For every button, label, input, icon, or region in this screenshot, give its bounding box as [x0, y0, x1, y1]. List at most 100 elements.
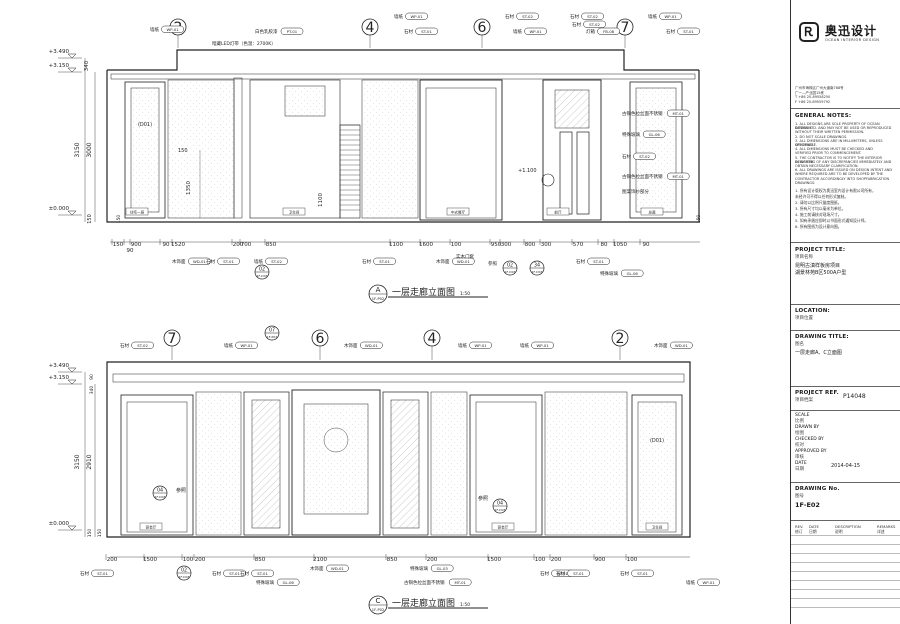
door-panel [126, 401, 188, 533]
level-marker-icon [67, 367, 77, 373]
material-code-pill [666, 109, 690, 117]
revision-row [791, 598, 900, 599]
rev-col-rev: REV. [795, 524, 804, 529]
material-code: ST-01 [379, 259, 390, 264]
dimension-value: 1500 [143, 557, 157, 563]
address-line: 广一—产业园15栋 [795, 90, 824, 95]
material-code: ST-01 [683, 29, 694, 34]
glass-strip [559, 131, 573, 215]
material-code-pill [531, 341, 554, 349]
elevation-caption: 一层走廊立面图 [392, 597, 455, 609]
dimension-value: 200 [427, 557, 438, 563]
dimension-value: 90 [163, 242, 170, 248]
material-code-pill [405, 12, 428, 20]
material-code: ST-01 [97, 571, 108, 576]
material-code: GL-06 [627, 271, 639, 276]
material-label: 灯箱 [586, 28, 595, 35]
drawing-title-cn-label: 图名 [795, 342, 804, 347]
material-code: ST-02 [137, 343, 148, 348]
material-code-pill [469, 341, 492, 349]
general-note-line: 4. ALL DIMENSIONS MUST BE CHECKED AND [795, 147, 873, 152]
axis-bubble [616, 18, 634, 36]
door-frame-a2 [419, 79, 503, 221]
address-line: 广州市海珠区广州大道南788号 [795, 86, 844, 90]
door-frame-c3 [631, 394, 683, 536]
glass-panel [251, 399, 281, 529]
axis-bubble [361, 18, 379, 36]
door-panel [635, 87, 677, 213]
project-ref-value: P14048 [843, 393, 866, 400]
general-note-cn-line: 3. 所有尺寸均以毫米为单位。 [795, 206, 846, 211]
vertical-dim: 340 [89, 386, 95, 395]
glass-strip [576, 131, 590, 215]
wallpaper-panel [361, 79, 419, 219]
material-code-pill [448, 578, 472, 586]
stair-outline [339, 124, 361, 219]
revision-row [791, 562, 900, 563]
general-note-line: 6. ALL DRAWINGS ARE ISSUED ON DESIGN INT… [795, 168, 893, 173]
material-label: 墙纸 [150, 26, 159, 33]
general-note-line: OTHERWISE. [795, 143, 818, 147]
general-note-line: DESIGN LTD. AND MAY NOT BE USED OR REPRO… [795, 126, 892, 131]
material-label: 石材 [576, 258, 585, 265]
general-notes-section: GENERAL NOTES: 1. ALL DESIGNS ARE SOLE P… [791, 108, 900, 238]
dimension-value: 850 [255, 557, 266, 563]
callout-sheet: 1F-D03 [532, 270, 543, 274]
cornice-band [112, 373, 685, 383]
dimension-value: 800 [525, 242, 536, 248]
drawn-by-label: DRAWN BY [795, 425, 820, 430]
material-code: ST-01 [223, 259, 234, 264]
ornament-icon [541, 173, 555, 187]
material-code: GL-06 [649, 132, 661, 137]
material-code-pill [251, 569, 274, 577]
project-title-section: PROJECT TITLE: 项目名称 昆明古滇样板房项目 湖景林苑B区500A… [791, 242, 900, 304]
material-label: 白色乳胶漆 [255, 28, 278, 35]
door-frame-a1 [124, 81, 166, 219]
vertical-dim: 90 [89, 374, 95, 380]
level-label: +3.150 [49, 375, 70, 381]
drawing-no-label: DRAWING No. [795, 486, 840, 492]
material-label: 石材 [240, 570, 249, 577]
drawing-title-label: DRAWING TITLE: [795, 334, 849, 340]
material-label: 石材 [666, 28, 675, 35]
callout-number: 02 [507, 263, 513, 269]
material-label: 墙纸 [254, 258, 263, 265]
company-name: 奥迅设计 [825, 24, 878, 38]
rev-col-remarks: REMARKS [877, 524, 896, 529]
elevation-caption: 一层走廊立面图 [392, 286, 455, 298]
material-label: 墙纸 [458, 342, 467, 349]
material-label: 石材 [212, 570, 221, 577]
material-label: 实木门套 [456, 253, 474, 260]
callout-number: 07 [269, 328, 275, 334]
material-code: ST-01 [421, 29, 432, 34]
address-line: F +86 20-89559792 [795, 99, 831, 104]
checked-by-label: CHECKED BY [795, 437, 824, 442]
room-label-box [491, 522, 515, 531]
material-code-pill [452, 257, 475, 265]
material-label: 石材 [540, 570, 549, 577]
material-label: 石材 [620, 570, 629, 577]
material-code-pill [597, 27, 620, 35]
revision-row [791, 607, 900, 608]
vertical-dim: 2910 [86, 454, 93, 469]
material-label: 木饰面 [310, 565, 324, 572]
location-section: LOCATION: 项目位置 [791, 304, 900, 326]
vertical-dim: 150 [87, 214, 93, 224]
material-code: WD-01 [457, 259, 470, 264]
material-label: 特殊玻璃 [622, 131, 640, 138]
vertical-dim: 3000 [86, 142, 93, 157]
vertical-dim: 150 [87, 529, 93, 538]
material-code: WD-01 [365, 343, 378, 348]
drawing-no-cn-label: 图号 [795, 494, 804, 499]
location-label: LOCATION: [795, 308, 830, 314]
general-note-cn-line: 5. 如有矛盾应即时以书面形式通知设计师。 [795, 218, 869, 223]
dimension-value: 1100 [389, 242, 403, 248]
level-label: ±0.000 [49, 206, 70, 212]
axis-bubble [423, 329, 441, 347]
material-code-pill [280, 27, 304, 35]
elevation-letter: A [376, 286, 381, 294]
room-label: 宴会厅 [498, 525, 509, 530]
material-code-pill [265, 257, 288, 265]
door-frame-a3 [629, 81, 683, 219]
room-label: 前厅 [554, 210, 562, 215]
